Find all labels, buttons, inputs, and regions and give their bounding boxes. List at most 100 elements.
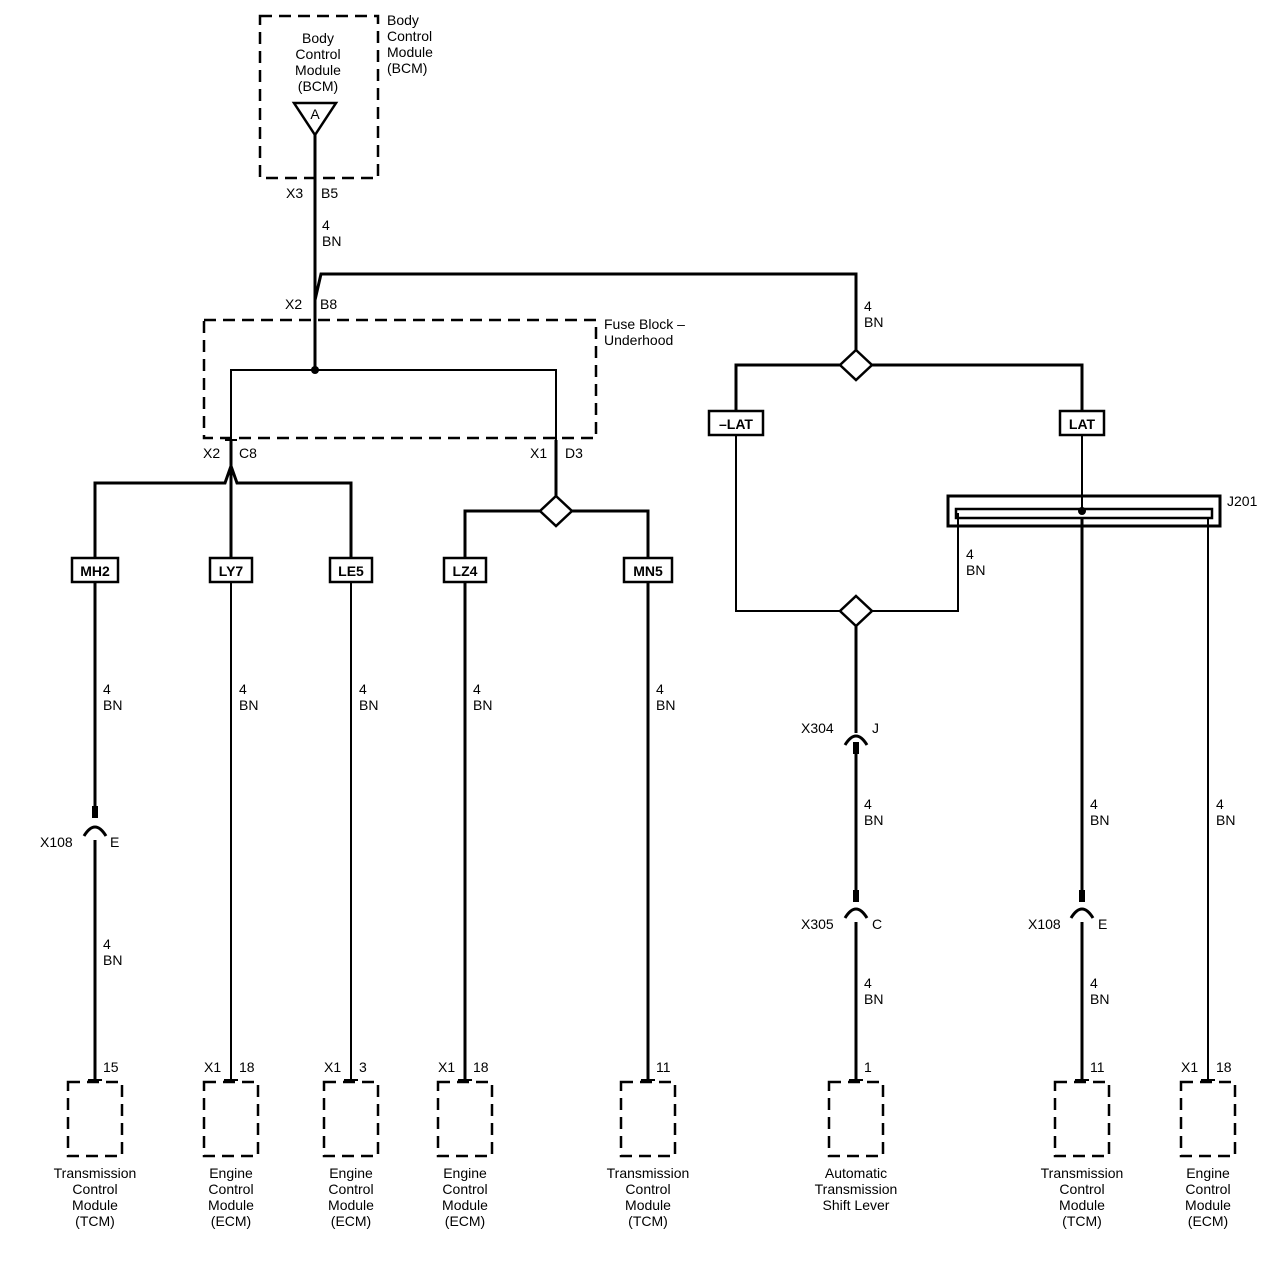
- module-label-line: Module: [328, 1197, 374, 1213]
- module-connector: X1: [204, 1059, 221, 1075]
- splice-pack-dot: [1078, 507, 1086, 515]
- connector-x108-right: X108 E: [1028, 890, 1107, 932]
- bcm-module: Body Control Module (BCM) A Body Control…: [258, 12, 433, 201]
- option-lz4: LZ4: [442, 556, 488, 584]
- connector-pin-mark: [853, 742, 859, 754]
- module-boundary: [1179, 1080, 1237, 1158]
- module-label-line: (ECM): [331, 1213, 371, 1229]
- option-label: MH2: [80, 563, 110, 579]
- wire-mn5-branch: [572, 509, 650, 560]
- wire-gauge: 4: [359, 681, 367, 697]
- module-label-line: Module: [208, 1197, 254, 1213]
- connector-x304: X304 J: [801, 720, 879, 754]
- option-label: LE5: [338, 563, 364, 579]
- fuse-block-left-terminal: C8: [239, 445, 257, 461]
- wire-color: BN: [239, 697, 258, 713]
- module-label-line: Module: [1059, 1197, 1105, 1213]
- bcm-pin: A: [310, 106, 320, 122]
- fuse-block-right-connector: X1: [530, 445, 547, 461]
- module-ecm-3: X1 18 Engine Control Module (ECM): [436, 1059, 494, 1229]
- wire-gauge: 4: [473, 681, 481, 697]
- module-label-line: Module: [72, 1197, 118, 1213]
- wire-color: BN: [322, 233, 341, 249]
- module-tcm-3: 11 Transmission Control Module (TCM): [1041, 1059, 1124, 1229]
- fuse-block-in-terminal: B8: [320, 296, 337, 312]
- module-label-line: Control: [1059, 1181, 1104, 1197]
- wire-gauge: 4: [322, 217, 330, 233]
- module-boundary: [66, 1080, 124, 1158]
- splice-diamond-top: [838, 348, 874, 382]
- bcm-label-line: (BCM): [298, 78, 338, 94]
- wire-lat-branch: [872, 363, 1084, 412]
- connector-x305: X305 C: [801, 890, 882, 932]
- fuse-block-underhood: Fuse Block – Underhood X2 B8 X2 C8 X1 D3: [202, 296, 685, 461]
- wire-color: BN: [103, 952, 122, 968]
- splice-pack-j201: J201: [946, 493, 1258, 528]
- module-pin: 11: [656, 1059, 671, 1075]
- connector-x108-left: X108 E: [40, 806, 119, 850]
- connector-socket: [843, 907, 869, 919]
- module-tcm-2: 11 Transmission Control Module (TCM): [607, 1059, 690, 1229]
- option-box: [1058, 409, 1106, 437]
- module-label-line: Transmission: [54, 1165, 137, 1181]
- module-tcm-1: 15 Transmission Control Module (TCM): [54, 1059, 137, 1229]
- wire-color: BN: [864, 812, 883, 828]
- wire-gauge: 4: [1216, 796, 1224, 812]
- connector-pin: J: [872, 720, 879, 736]
- bcm-label-line: Control: [295, 46, 340, 62]
- module-label-line: Module: [625, 1197, 671, 1213]
- wire-gauge: 4: [103, 681, 111, 697]
- bcm-connector: X3: [286, 185, 303, 201]
- connector-pin: C: [872, 916, 882, 932]
- module-shift-lever: 1 Automatic Transmission Shift Lever: [815, 1059, 898, 1213]
- module-label-line: Control: [328, 1181, 373, 1197]
- fuse-block-boundary: [202, 318, 598, 440]
- module-ecm-2: X1 3 Engine Control Module (ECM): [322, 1059, 380, 1229]
- module-ecm-4: X1 18 Engine Control Module (ECM): [1179, 1059, 1237, 1229]
- wire-gauge: 4: [864, 298, 872, 314]
- wire-gauge: 4: [966, 546, 974, 562]
- option-label: LAT: [1069, 416, 1096, 432]
- wire-color: BN: [473, 697, 492, 713]
- module-boundary: [1053, 1080, 1111, 1158]
- wire-c8-branch: [93, 461, 353, 560]
- module-label-line: (TCM): [1062, 1213, 1102, 1229]
- connector-name: X304: [801, 720, 834, 736]
- wire-gauge: 4: [864, 975, 872, 991]
- bcm-outer-label-line: Control: [387, 28, 432, 44]
- option-mh2: MH2: [70, 556, 120, 584]
- connector-socket: [1069, 907, 1095, 919]
- module-boundary: [436, 1080, 494, 1158]
- connector-socket: [843, 734, 869, 746]
- bcm-boundary: [258, 14, 380, 180]
- wire-color: BN: [1090, 991, 1109, 1007]
- bcm-label-line: Module: [295, 62, 341, 78]
- option-label: LZ4: [453, 563, 478, 579]
- bcm-label-line: Body: [302, 30, 334, 46]
- bcm-output-triangle: [291, 101, 339, 138]
- connector-socket: [82, 825, 108, 837]
- wire-gauge: 4: [656, 681, 664, 697]
- option-le5: LE5: [328, 556, 374, 584]
- wire-j201-return: [872, 513, 959, 612]
- option-label: –LAT: [719, 416, 753, 432]
- module-label-line: Engine: [329, 1165, 373, 1181]
- bcm-outer-label-line: Module: [387, 44, 433, 60]
- module-pin: 18: [239, 1059, 255, 1075]
- module-label-line: Engine: [443, 1165, 487, 1181]
- module-ecm-1: X1 18 Engine Control Module (ECM): [202, 1059, 260, 1229]
- fuse-block-in-connector: X2: [285, 296, 302, 312]
- splice-diamond-d3: [538, 494, 574, 528]
- bcm-terminal: B5: [321, 185, 338, 201]
- wire-color: BN: [656, 697, 675, 713]
- wire-color: BN: [359, 697, 378, 713]
- wire-color: BN: [864, 314, 883, 330]
- module-label-line: Control: [1185, 1181, 1230, 1197]
- splice-pack-label: J201: [1227, 493, 1258, 509]
- module-boundary: [322, 1080, 380, 1158]
- wire-gauge: 4: [1090, 975, 1098, 991]
- module-label-line: Automatic: [825, 1165, 887, 1181]
- module-label-line: Module: [1185, 1197, 1231, 1213]
- module-label-line: Control: [72, 1181, 117, 1197]
- fuse-block-label-line: Underhood: [604, 332, 673, 348]
